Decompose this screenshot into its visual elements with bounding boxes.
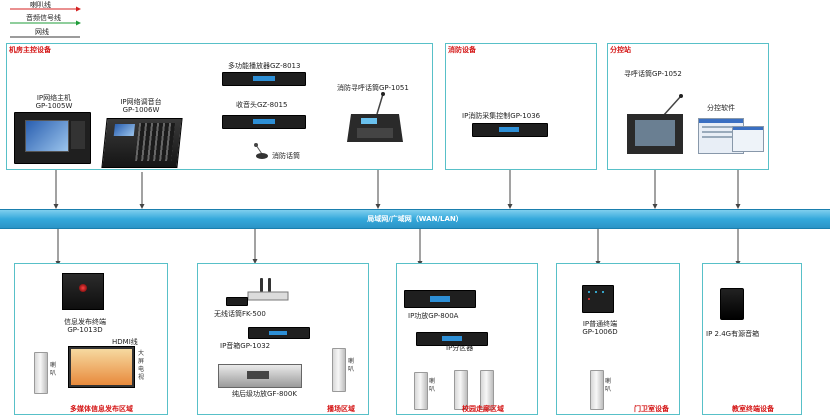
multimedia-zone-title: 多媒体信息发布区域 (70, 405, 133, 413)
ip-mixer-device[interactable] (248, 327, 310, 339)
branch-software-label: 分控软件 (707, 104, 735, 112)
legend-label-network-line: 网线 (35, 28, 49, 36)
player-label: 多功能播放器GZ-8013 (228, 62, 301, 70)
info-terminal-label: 信息发布终端 GP-1013D (64, 318, 106, 334)
hall-speaker (332, 348, 346, 392)
classroom-zone-box (702, 263, 802, 415)
fire-mic-short-label: 消防话筒 (272, 152, 300, 160)
gate-speaker (590, 370, 604, 410)
wireless-receiver-device (226, 297, 248, 306)
big-screen-tv (68, 346, 135, 388)
corridor-speaker-1 (414, 372, 428, 410)
ip-console-device[interactable] (101, 118, 183, 168)
gate-terminal-device[interactable] (582, 285, 614, 313)
corridor-speaker-label: 喇叭 (428, 378, 435, 393)
multimedia-speaker (34, 352, 48, 394)
paging-mic-label: 寻呼话筒GP-1052 (624, 70, 682, 78)
fire-mic-small-icon (252, 142, 268, 160)
power-amp-device[interactable] (218, 364, 302, 388)
fire-paging-mic-device[interactable] (345, 92, 405, 147)
big-screen-tv-label: 大屏电视 (137, 350, 144, 381)
branch-software-window (732, 126, 764, 152)
active-speaker-label: IP 2.4G有源音箱 (706, 330, 760, 338)
ip-console-label: IP网络调音台 GP-1006W (120, 98, 162, 114)
ip-mixer-label: IP音箱GP-1032 (220, 342, 271, 350)
hall-zone-title: 播场区域 (327, 405, 355, 413)
ip-zoner-device[interactable] (416, 332, 488, 346)
legend-label-audio-line: 音频信号线 (26, 14, 61, 22)
ip-amp-label: IP功放GP-800A (408, 312, 459, 320)
gate-terminal-label: IP普通终端 GP-1006D (582, 320, 618, 336)
network-banner: 局域网/广域网（WAN/LAN） (0, 209, 830, 229)
corridor-zone-title: 校园走廊区域 (462, 405, 504, 413)
gate-speaker-label: 喇叭 (604, 378, 611, 393)
legend-label-speaker-line: 喇叭线 (30, 1, 51, 9)
tuner-device[interactable] (222, 115, 306, 129)
branch-station-title: 分控站 (610, 46, 631, 54)
gate-zone-box (556, 263, 680, 415)
fire-equipment-box (445, 43, 597, 170)
player-device[interactable] (222, 72, 306, 86)
gate-zone-title: 门卫室设备 (634, 405, 669, 413)
power-amp-label: 纯后级功放GF-800K (232, 390, 297, 398)
hdmi-label: HDMI线 (112, 338, 138, 346)
multimedia-speaker-label: 喇叭 (49, 362, 56, 377)
wireless-mic-device[interactable] (246, 278, 290, 302)
ip-host-device[interactable] (14, 112, 91, 164)
fire-collector-label: IP消防采集控制GP-1036 (462, 112, 541, 120)
corridor-speaker-2 (454, 370, 468, 410)
fire-paging-mic-label: 消防寻呼话筒GP-1051 (337, 84, 409, 92)
fire-collector-device[interactable] (472, 123, 548, 137)
ip-zoner-label: IP分区器 (446, 344, 474, 352)
network-label: 局域网/广域网（WAN/LAN） (367, 215, 463, 223)
info-terminal-device[interactable] (62, 273, 104, 310)
wireless-mic-label: 无线话筒FK-500 (214, 310, 266, 318)
active-speaker-device[interactable] (720, 288, 744, 320)
classroom-zone-title: 教室终端设备 (732, 405, 774, 413)
ip-amp-device[interactable] (404, 290, 476, 308)
corridor-speaker-3 (480, 370, 494, 410)
tuner-label: 收音头GZ-8015 (236, 101, 288, 109)
hall-speaker-label: 喇叭 (347, 358, 354, 373)
paging-mic-device[interactable] (625, 94, 687, 156)
control-room-title: 机房主控设备 (9, 46, 51, 54)
ip-host-label: IP网络主机 GP-1005W (35, 94, 73, 110)
fire-equipment-title: 消防设备 (448, 46, 476, 54)
